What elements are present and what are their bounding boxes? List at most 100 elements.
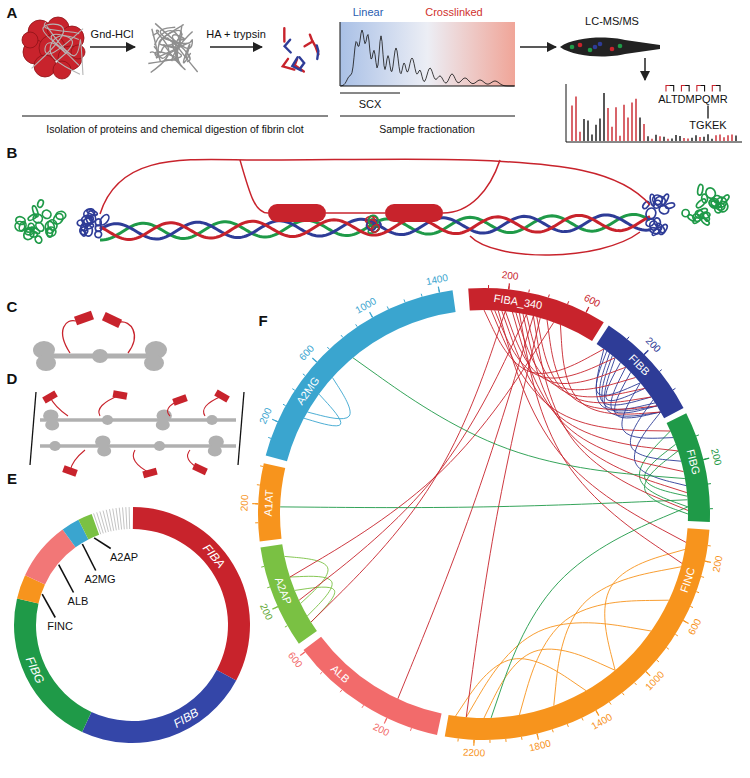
clot-blob — [22, 32, 38, 48]
segment-shape — [264, 289, 457, 463]
panel-d-artwork — [30, 389, 244, 478]
spectrum-peak — [667, 139, 668, 141]
fibrin-fibre — [44, 22, 79, 34]
circos-band: ALB — [302, 635, 443, 737]
protein-domain — [77, 220, 85, 227]
axis-tick — [701, 576, 704, 578]
crosslink-line — [512, 312, 683, 472]
segment-fill — [445, 528, 710, 740]
panel-a-artwork — [22, 17, 742, 142]
crosslink-mark — [707, 106, 708, 119]
slice-label: A2AP — [110, 552, 138, 563]
spectrum-peak — [639, 118, 640, 141]
spectrum-peak — [623, 105, 624, 141]
peptide-sequence: TGKEK — [689, 120, 726, 131]
axis-tick — [666, 647, 668, 649]
spectrum-peak — [631, 103, 632, 141]
crosslink-chord — [491, 310, 688, 510]
donut-segment: FIBG — [13, 597, 93, 733]
axis-tick — [646, 672, 650, 676]
process-arrow — [90, 46, 135, 48]
axis-tick — [567, 724, 568, 727]
axis-tick-label: 200 — [709, 447, 723, 466]
axis-tick — [370, 312, 373, 317]
stage-caption: Isolation of proteins and chemical diges… — [46, 124, 303, 135]
axis-tick-label: 1800 — [528, 739, 552, 754]
donut-segment: A2AP — [77, 513, 101, 541]
peptide-fragment — [299, 57, 304, 68]
spectrum-peak — [587, 120, 588, 141]
segment-shape — [81, 669, 238, 744]
e-domain — [206, 415, 217, 425]
fragment-ion-mark — [697, 86, 701, 92]
segment-fill — [133, 507, 250, 680]
leader-line — [82, 544, 95, 571]
d-domain — [36, 355, 56, 371]
analyte-dot — [578, 43, 583, 48]
spectrum-peak — [671, 139, 672, 141]
break-mark — [238, 392, 244, 465]
denatured-protein — [151, 30, 169, 72]
chromatogram-ground — [340, 22, 515, 86]
axis-tick — [267, 586, 270, 588]
minor-protein-slice — [113, 509, 117, 531]
alpha-c-domain — [172, 394, 188, 405]
axis-tick — [508, 283, 510, 289]
protein-domain — [31, 205, 39, 217]
spectrum-peak — [719, 135, 720, 141]
segment-shape — [13, 597, 93, 733]
axis-tick — [673, 388, 676, 390]
spectrum-peak — [655, 135, 656, 141]
leader-line — [59, 565, 74, 593]
peptide-fragment — [292, 57, 301, 70]
axis-tick-label: 200 — [240, 495, 251, 512]
segment-fill — [82, 670, 236, 743]
spectrum-peak — [679, 136, 680, 141]
axis-tick — [404, 299, 405, 302]
axis-tick — [268, 437, 271, 438]
protein-domain — [24, 228, 34, 235]
alpha-c-loop — [204, 396, 222, 416]
fragment-ion-mark — [670, 86, 674, 92]
segment-fill — [304, 637, 442, 735]
bracket-line — [340, 93, 400, 94]
axis-tick — [703, 458, 709, 459]
axis-tick — [488, 285, 489, 288]
minor-protein-slice — [100, 511, 106, 532]
axis-tick-label: 200 — [501, 271, 519, 283]
process-arrow — [644, 58, 646, 80]
crosslink-line — [523, 314, 687, 493]
alpha-c-domain — [214, 389, 230, 402]
fibrin-fibre — [51, 34, 72, 61]
axis-tick — [582, 718, 583, 721]
analyte-dot — [588, 48, 593, 53]
spectrum-peak — [607, 108, 608, 141]
axis-tick — [312, 358, 316, 362]
alpha-c-loop — [120, 322, 134, 353]
lc-column — [560, 38, 660, 57]
process-arrow — [210, 46, 262, 48]
axis-tick — [272, 419, 277, 421]
protein-domain — [642, 200, 651, 209]
axis-tick — [384, 718, 387, 723]
circos-band: A2AP — [259, 543, 318, 645]
spectrum-peak — [695, 135, 696, 141]
peptide-fragment — [285, 40, 291, 53]
axis-tick — [272, 607, 277, 609]
peptide-sequence: ALTDMPQMR — [658, 94, 727, 105]
spectrum-peak — [723, 137, 724, 141]
alpha-c-loop — [443, 160, 500, 213]
slice-label: FIBB — [171, 706, 200, 730]
stage-caption: Sample fractionation — [379, 124, 475, 135]
segment-shape — [443, 527, 711, 741]
axis-tick — [457, 739, 458, 742]
crosslink-line — [498, 310, 686, 542]
minor-protein-slice — [129, 507, 131, 529]
leader-line — [42, 594, 55, 617]
axis-tick — [622, 693, 624, 695]
alpha-c-loop — [470, 232, 640, 255]
segment-fill — [597, 326, 684, 419]
fibrinogen-rod — [212, 444, 236, 448]
panel-c-artwork — [33, 311, 167, 371]
alpha-c-domain — [42, 390, 58, 403]
